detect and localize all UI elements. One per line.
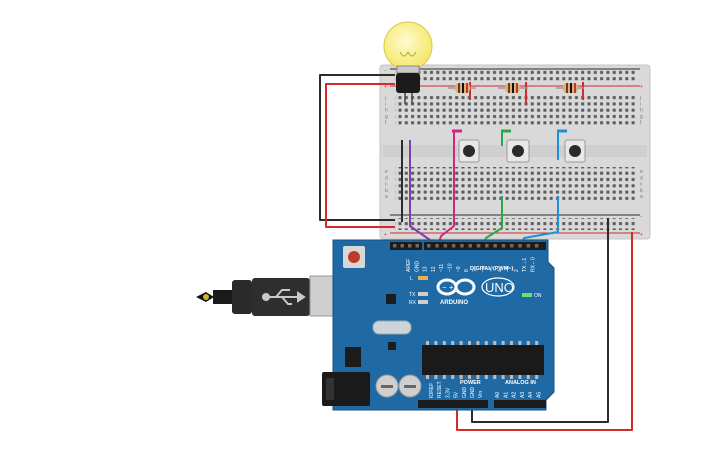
row-letter: e bbox=[640, 169, 643, 175]
pin-label: ~9 bbox=[456, 266, 462, 272]
pin-label: TX→1 bbox=[522, 258, 528, 272]
pin-label: 4 bbox=[497, 269, 503, 272]
pin-label: 12 bbox=[431, 266, 437, 272]
logo-minus-plus: − + bbox=[442, 283, 454, 292]
pin-label: 2 bbox=[514, 269, 520, 272]
pin-label: 5V bbox=[454, 391, 460, 398]
row-letter: d bbox=[385, 175, 388, 181]
pushbutton-3[interactable] bbox=[564, 139, 586, 163]
row-letter: c bbox=[385, 182, 388, 188]
svg-text:+: + bbox=[640, 84, 643, 90]
l-label: L bbox=[410, 276, 413, 282]
board-model: UNO bbox=[485, 280, 514, 295]
pushbutton-2[interactable] bbox=[506, 139, 530, 163]
rx-label: RX bbox=[409, 300, 417, 306]
pushbutton-1[interactable] bbox=[458, 139, 480, 163]
analog-label: ANALOG IN bbox=[505, 380, 536, 386]
arduino-uno-board: − + UNO ARDUINO DIGITAL (PWM~) POWER ANA… bbox=[322, 239, 555, 411]
row-letter: i bbox=[640, 101, 641, 107]
pin-label: IOREF bbox=[429, 383, 435, 398]
row-letter: b bbox=[640, 188, 643, 194]
on-label: ON bbox=[534, 293, 542, 299]
pin-label: ~11 bbox=[439, 264, 445, 272]
pin-label: 7 bbox=[472, 269, 478, 272]
resistor-3 bbox=[556, 83, 584, 93]
board-brand: ARDUINO bbox=[440, 300, 468, 306]
pin-label: ~6 bbox=[481, 266, 487, 272]
pin-label: RESET bbox=[437, 381, 443, 398]
svg-text:+: + bbox=[640, 232, 643, 238]
light-bulb bbox=[383, 21, 433, 104]
row-letter: j bbox=[384, 95, 386, 101]
pin-label: GND bbox=[462, 387, 468, 399]
row-letter: c bbox=[640, 182, 643, 188]
row-letter: f bbox=[640, 120, 642, 126]
wire-black-left bbox=[319, 74, 395, 221]
digital-label: DIGITAL (PWM~) bbox=[470, 266, 514, 272]
row-letter: b bbox=[385, 188, 388, 194]
row-letter: d bbox=[640, 175, 643, 181]
usb-cable bbox=[196, 275, 341, 317]
row-letter: g bbox=[640, 114, 643, 120]
resistor-1 bbox=[448, 83, 476, 93]
svg-text:+: + bbox=[384, 232, 387, 238]
pin-label: ~5 bbox=[489, 266, 495, 272]
pin-label: A1 bbox=[503, 392, 509, 398]
pin-label: A4 bbox=[528, 392, 534, 398]
wire-red-left bbox=[325, 83, 395, 228]
pin-label: RX←0 bbox=[531, 257, 537, 272]
row-letter: i bbox=[385, 101, 386, 107]
row-letter: h bbox=[385, 108, 388, 114]
svg-text:−: − bbox=[384, 68, 387, 74]
pin-label: 3.3V bbox=[445, 387, 451, 398]
pin-label: A5 bbox=[537, 392, 543, 398]
pin-label: ~3 bbox=[506, 266, 512, 272]
svg-text:+: + bbox=[384, 84, 387, 90]
wire-black-power-gnd bbox=[471, 218, 609, 423]
row-letter: j bbox=[639, 95, 641, 101]
pin-label: A2 bbox=[512, 392, 518, 398]
arduino-logo-icon bbox=[436, 278, 476, 296]
pin-label: ~10 bbox=[448, 263, 454, 272]
row-letter: a bbox=[640, 194, 643, 200]
wire-red-5v bbox=[456, 232, 633, 431]
pin-label: GND bbox=[414, 261, 420, 273]
row-letter: f bbox=[385, 120, 387, 126]
svg-text:−: − bbox=[640, 214, 643, 220]
pin-label: AREF bbox=[406, 259, 412, 272]
row-letter: g bbox=[385, 114, 388, 120]
power-label: POWER bbox=[460, 380, 481, 386]
row-letter: a bbox=[385, 194, 388, 200]
pin-label: A0 bbox=[495, 392, 501, 398]
tx-label: TX bbox=[409, 292, 416, 298]
usb-icon bbox=[262, 289, 306, 305]
pin-label: Vin bbox=[478, 391, 484, 398]
row-letter: e bbox=[385, 169, 388, 175]
pin-label: GND bbox=[470, 387, 476, 399]
row-letter: h bbox=[640, 108, 643, 114]
pin-label: 13 bbox=[423, 266, 429, 272]
resistor-2 bbox=[498, 83, 528, 93]
pin-label: A3 bbox=[520, 392, 526, 398]
pin-label: 8 bbox=[464, 269, 470, 272]
